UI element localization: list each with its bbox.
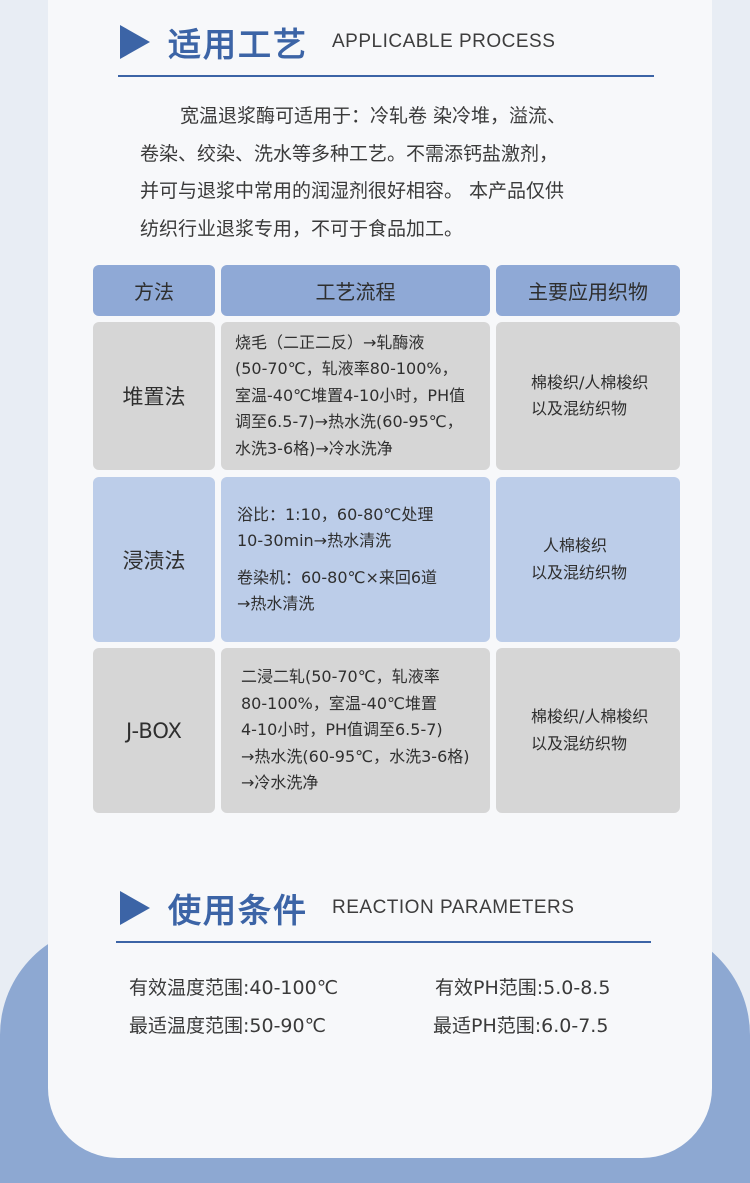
table-cell-fabric: 人棉梭织 以及混纺织物 (496, 477, 680, 642)
param-ph-effective: 有效PH范围:5.0-8.5 (435, 977, 611, 999)
process-line: 水洗3-6格)→冷水洗净 (235, 438, 393, 458)
fabric-line: 棉梭织/人棉梭织 (531, 372, 649, 392)
table-cell-fabric: 棉梭织/人棉梭织 以及混纺织物 (496, 322, 680, 470)
process-line: 80-100%，室温-40℃堆置 (241, 693, 437, 713)
process-line: 浴比：1:10，60-80℃处理 (237, 504, 434, 524)
process-line: 二浸二轧(50-70℃，轧液率 (241, 667, 440, 687)
section-title-en: REACTION PARAMETERS (332, 897, 575, 918)
section-title-en: APPLICABLE PROCESS (332, 31, 556, 52)
section-divider (118, 75, 654, 77)
process-line: 卷染机：60-80℃×来回6道 (237, 567, 438, 587)
table-cell-method: 浸渍法 (93, 477, 215, 642)
fabric-line: 以及混纺织物 (531, 562, 628, 582)
section-title-cn: 适用工艺 (168, 25, 308, 64)
param-ph-optimal: 最适PH范围:6.0-7.5 (433, 1015, 609, 1037)
section-heading-parameters: 使用条件 REACTION PARAMETERS (120, 884, 574, 932)
table-cell-method: J-BOX (93, 648, 215, 813)
intro-paragraph: 宽温退浆酶可适用于：冷轧卷 染冷堆，溢流、 卷染、绞染、洗水等多种工艺。不需添钙… (140, 98, 640, 248)
fabric-line: 棉梭织/人棉梭织 (531, 707, 649, 726)
process-line: 烧毛（二正二反）→轧酶液 (235, 332, 425, 352)
section-title-cn: 使用条件 (168, 891, 308, 930)
intro-line: 卷染、绞染、洗水等多种工艺。不需添钙盐激剂， (140, 142, 559, 165)
process-line: 4-10小时，PH值调至6.5-7) (241, 720, 443, 740)
table-header-method: 方法 (93, 265, 215, 316)
fabric-line: 以及混纺织物 (531, 733, 628, 753)
table-cell-process: 二浸二轧(50-70℃，轧液率 80-100%，室温-40℃堆置 4-10小时，… (221, 648, 490, 813)
table-header-fabric: 主要应用织物 (496, 265, 680, 316)
table-header-process: 工艺流程 (221, 265, 490, 316)
table-cell-process: 烧毛（二正二反）→轧酶液 (50-70℃，轧液率80-100%， 室温-40℃堆… (221, 322, 490, 470)
fabric-line: 以及混纺织物 (531, 399, 628, 418)
play-triangle-icon (120, 891, 150, 925)
param-temp-effective: 有效温度范围:40-100℃ (129, 977, 339, 999)
intro-line: 纺织行业退浆专用，不可于食品加工。 (140, 217, 464, 240)
fabric-line: 人棉梭织 (543, 536, 608, 555)
param-temp-optimal: 最适温度范围:50-90℃ (129, 1015, 326, 1037)
process-line: →热水洗(60-95℃，水洗3-6格) (241, 746, 470, 766)
intro-line: 宽温退浆酶可适用于：冷轧卷 染冷堆，溢流、 (180, 105, 567, 127)
play-triangle-icon (120, 25, 150, 59)
section-divider (116, 941, 651, 943)
intro-line: 并可与退浆中常用的润湿剂很好相容。 本产品仅供 (140, 180, 565, 202)
section-heading-process: 适用工艺 APPLICABLE PROCESS (120, 18, 555, 66)
table-cell-method: 堆置法 (93, 322, 215, 470)
process-line: 10-30min→热水清洗 (237, 531, 392, 550)
process-line: →热水清洗 (237, 594, 315, 613)
table-cell-process: 浴比：1:10，60-80℃处理 10-30min→热水清洗 卷染机：60-80… (221, 477, 490, 642)
table-cell-fabric: 棉梭织/人棉梭织 以及混纺织物 (496, 648, 680, 813)
process-line: →冷水洗净 (241, 773, 319, 793)
process-line: 调至6.5-7)→热水洗(60-95℃， (235, 412, 463, 432)
process-line: 室温-40℃堆置4-10小时，PH值 (235, 385, 466, 405)
process-line: (50-70℃，轧液率80-100%， (235, 359, 458, 379)
